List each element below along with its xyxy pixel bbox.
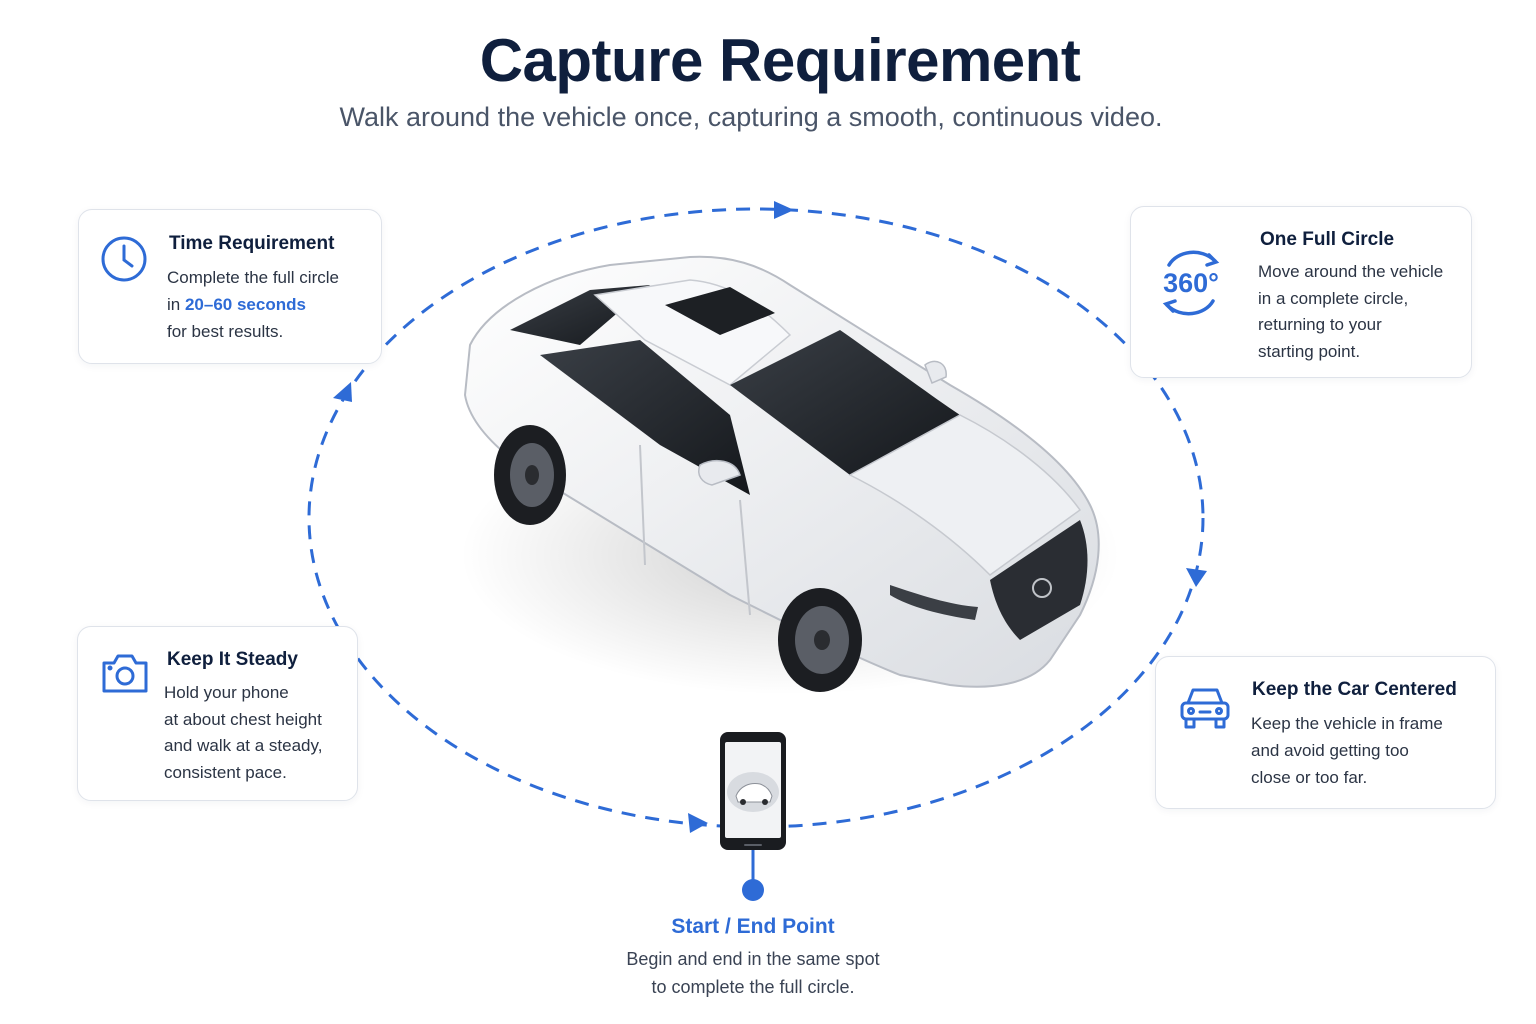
start-point-dot [742, 879, 764, 901]
keep-car-centered-card: Keep the Car Centered Keep the vehicle i… [1155, 656, 1496, 809]
time-requirement-text: Complete the full circle in 20–60 second… [167, 264, 339, 345]
walk-path-ellipse [307, 207, 1205, 829]
camera-icon [100, 651, 150, 700]
path-arrow-bottom [688, 813, 708, 833]
keep-it-steady-text: Hold your phone at about chest height an… [164, 680, 322, 786]
one-full-circle-text: Move around the vehicle in a complete ci… [1258, 259, 1443, 365]
steady-line-2: at about chest height [164, 709, 322, 729]
car-headlight [890, 585, 978, 620]
car-badge [1032, 578, 1052, 598]
page-title: Capture Requirement [479, 27, 1081, 94]
circle-line-4: starting point. [1258, 341, 1361, 361]
circle-line-2: in a complete circle, [1258, 288, 1409, 308]
path-arrow-left [333, 382, 352, 402]
one-full-circle-card: 360° One Full Circle Move around the veh… [1130, 206, 1472, 378]
steady-line-1: Hold your phone [164, 683, 289, 702]
steady-line-4: consistent pace. [164, 762, 287, 782]
page-subtitle: Walk around the vehicle once, capturing … [339, 102, 1163, 132]
center-line-2: and avoid getting too [1251, 741, 1409, 760]
keep-it-steady-title: Keep It Steady [167, 649, 298, 670]
car-hood [848, 414, 1082, 576]
car-side-mirror [698, 459, 741, 486]
start-end-point-label: Start / End Point [671, 915, 835, 938]
car-sunroof [665, 287, 775, 335]
time-line-2-prefix: in [167, 295, 185, 314]
keep-car-centered-text: Keep the vehicle in frame and avoid gett… [1251, 710, 1443, 791]
clock-icon [99, 234, 149, 289]
steady-line-3: and walk at a steady, [164, 736, 323, 755]
circle-line-3: returning to your [1258, 315, 1382, 334]
time-requirement-title: Time Requirement [169, 233, 335, 254]
car-illustration [460, 255, 1120, 695]
center-line-1: Keep the vehicle in frame [1251, 714, 1443, 733]
rotate-360-label: 360° [1163, 268, 1219, 298]
car-wheel-rear [494, 425, 566, 525]
circle-line-1: Move around the vehicle [1258, 262, 1444, 281]
car-door-lines [639, 444, 751, 616]
start-desc-line-1: Begin and end in the same spot [626, 949, 880, 969]
car-side-windows [540, 340, 750, 495]
car-side-mirror-right [924, 360, 947, 384]
start-desc-line-2: to complete the full circle. [651, 977, 855, 997]
time-line-3: for best results. [167, 322, 284, 341]
start-end-point-description: Begin and end in the same spot to comple… [553, 945, 953, 1001]
keep-it-steady-card: Keep It Steady Hold your phone at about … [77, 626, 358, 801]
car-front-icon [1178, 683, 1232, 736]
path-arrow-top [774, 201, 794, 219]
keep-car-centered-title: Keep the Car Centered [1252, 679, 1457, 700]
center-line-3: close or too far. [1251, 768, 1368, 787]
time-line-1: Complete the full circle [167, 268, 339, 287]
phone-illustration [720, 732, 786, 850]
car-wheel-front [778, 588, 862, 692]
car-windshield [730, 330, 960, 475]
rotate-360-icon: 360° [1155, 243, 1227, 328]
time-duration-highlight: 20–60 seconds [184, 295, 306, 314]
path-arrow-right [1186, 568, 1207, 587]
time-line-2: in 20–60 seconds [167, 291, 339, 318]
time-requirement-card: Time Requirement Complete the full circl… [78, 209, 382, 364]
one-full-circle-title: One Full Circle [1260, 229, 1395, 250]
